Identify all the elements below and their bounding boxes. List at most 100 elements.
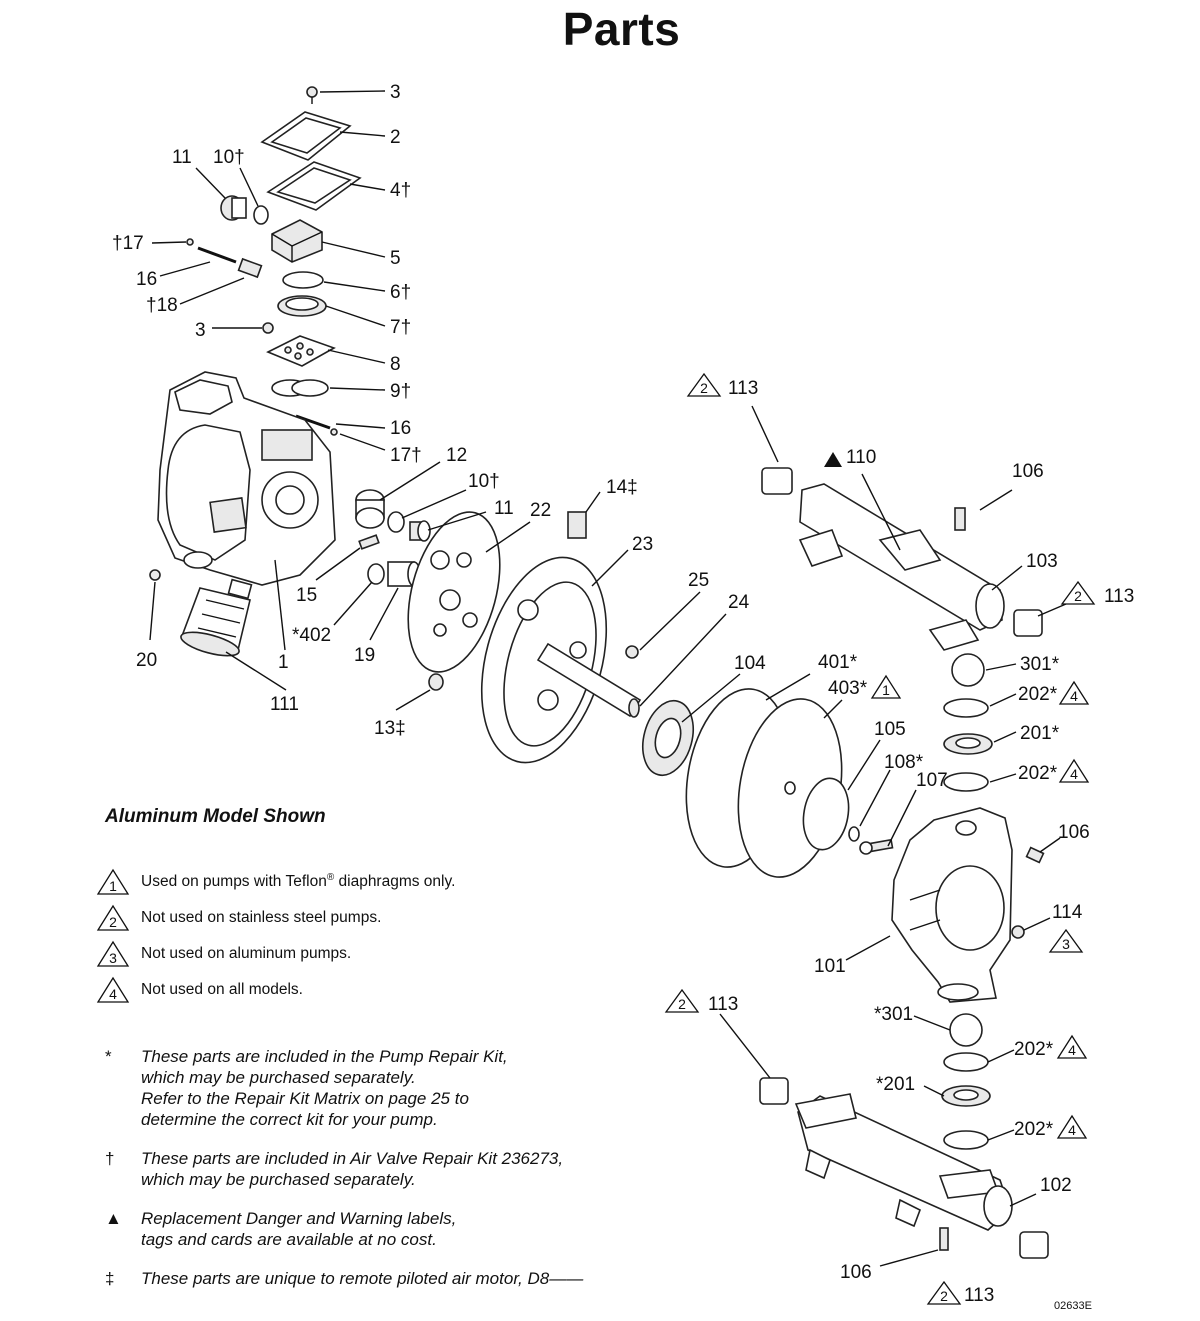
callout-24: 24	[728, 592, 750, 613]
kit-symbol: ‡	[105, 1269, 115, 1288]
svg-text:4: 4	[1070, 688, 1078, 704]
note-triangle-icon: 1	[96, 868, 130, 895]
callout-113-right: 113	[1104, 586, 1134, 607]
svg-text:2: 2	[940, 1288, 948, 1304]
callout-8: 8	[390, 354, 401, 375]
clip-part	[186, 238, 194, 246]
screw-part	[149, 569, 161, 581]
drawing-number: 02633E	[1054, 1300, 1092, 1312]
callout-401: 401*	[818, 652, 858, 673]
note-triangle-113-upper: 2	[686, 372, 722, 397]
callout-103: 103	[1026, 551, 1058, 572]
callout-402: *402	[292, 625, 331, 646]
callout-202-bottom: 202*	[1014, 1119, 1054, 1140]
seal-part	[943, 698, 989, 718]
callout-16-lower: 16	[390, 418, 411, 439]
o-ring-part	[367, 563, 385, 585]
callout-23: 23	[632, 534, 653, 555]
callout-9: 9†	[390, 381, 411, 402]
callout-110: 110	[846, 447, 876, 468]
note-triangles: 1 2 2 4 4 3 2 4 4 2	[664, 372, 1096, 1305]
callout-201: 201*	[1020, 723, 1060, 744]
callout-1: 1	[278, 652, 289, 673]
o-ring-part	[253, 205, 269, 225]
note-triangle-202-bottom: 4	[1056, 1114, 1088, 1139]
callout-114: 114	[1052, 902, 1083, 923]
legend: Aluminum Model Shown 1 Used on pumps wit…	[96, 806, 656, 1289]
callout-11: 11	[172, 147, 192, 168]
clip-part	[330, 428, 338, 436]
callout-6: 6†	[390, 282, 411, 303]
note-text: Not used on stainless steel pumps.	[141, 909, 382, 926]
callout-106-upper: 106	[1012, 461, 1044, 482]
note-text: Used on pumps with Teflon® diaphragms on…	[141, 872, 456, 891]
callout-201-lower: *201	[876, 1074, 915, 1095]
note-triangle-202-lower: 4	[1056, 1034, 1088, 1059]
kit-text: These parts are included in the Pump Rep…	[141, 1047, 508, 1129]
note-triangle-113-right: 2	[1060, 580, 1096, 605]
gasket-plate-part	[407, 511, 501, 673]
svg-text:3: 3	[109, 950, 117, 966]
kit-text: Replacement Danger and Warning labels, t…	[141, 1209, 457, 1249]
callout-7: 7†	[390, 317, 411, 338]
note-triangle-icon: 3	[96, 940, 130, 967]
screw-part	[262, 322, 274, 334]
callout-12: 12	[446, 445, 467, 466]
note-triangle-403: 1	[870, 674, 902, 699]
note-triangle-113-bottom: 2	[926, 1280, 962, 1305]
ball-part	[949, 1013, 983, 1047]
svg-text:2: 2	[678, 996, 686, 1012]
seat-part	[941, 1085, 991, 1107]
kit-symbol: †	[105, 1149, 115, 1168]
screw-part	[306, 86, 318, 104]
fluid-plate-part	[802, 777, 850, 851]
kit-note-pump-repair: * These parts are included in the Pump R…	[96, 1046, 656, 1130]
shaft-part	[536, 642, 642, 718]
plug-part	[761, 467, 793, 495]
callout-15: 15	[296, 585, 317, 606]
bearing-part	[355, 489, 385, 529]
seal-part	[277, 295, 327, 317]
svg-text:4: 4	[1068, 1042, 1076, 1058]
pin-part	[197, 246, 237, 264]
callout-10: 10†	[213, 147, 245, 168]
svg-text:4: 4	[1070, 766, 1078, 782]
muffler-part	[180, 578, 253, 657]
callout-13: 13‡	[374, 718, 406, 739]
callout-403: 403*	[828, 678, 868, 699]
pin-part	[358, 534, 380, 550]
cup-part	[237, 257, 263, 279]
callout-104: 104	[734, 653, 766, 674]
callout-301: 301*	[1020, 654, 1060, 675]
callout-106-lower: 106	[840, 1262, 872, 1283]
callout-106-middle: 106	[1058, 822, 1090, 843]
note-triangle-202-second: 4	[1058, 758, 1090, 783]
warning-triangle-icon: ▲	[105, 1209, 122, 1228]
callout-3-lower: 3	[195, 320, 206, 341]
callout-101: 101	[814, 956, 846, 977]
nut-part	[428, 673, 444, 691]
note-text: Not used on aluminum pumps.	[141, 945, 352, 962]
screw-part	[939, 1227, 949, 1251]
screw-part	[954, 507, 966, 531]
svg-text:1: 1	[882, 682, 890, 698]
bolt-part	[859, 838, 894, 855]
svg-text:2: 2	[1074, 588, 1082, 604]
callout-105: 105	[874, 719, 906, 740]
kit-symbol: *	[105, 1047, 112, 1066]
seal-part	[943, 1130, 989, 1150]
svg-text:1: 1	[109, 878, 117, 894]
note-1: 1 Used on pumps with Teflon® diaphragms …	[96, 864, 656, 900]
page-title: Parts	[562, 3, 681, 55]
callout-18: †18	[146, 295, 178, 316]
callout-17: †17	[112, 233, 144, 254]
svg-text:4: 4	[1068, 1122, 1076, 1138]
outlet-manifold-part	[798, 483, 1005, 651]
note-4: 4 Not used on all models.	[96, 972, 656, 1008]
callout-202: 202*	[1018, 684, 1058, 705]
kit-note-air-valve: † These parts are included in Air Valve …	[96, 1148, 656, 1190]
callout-301-lower: *301	[874, 1004, 913, 1025]
warning-triangle-icon	[824, 452, 842, 467]
screw-part	[1025, 846, 1045, 864]
screw-part	[1011, 925, 1025, 939]
